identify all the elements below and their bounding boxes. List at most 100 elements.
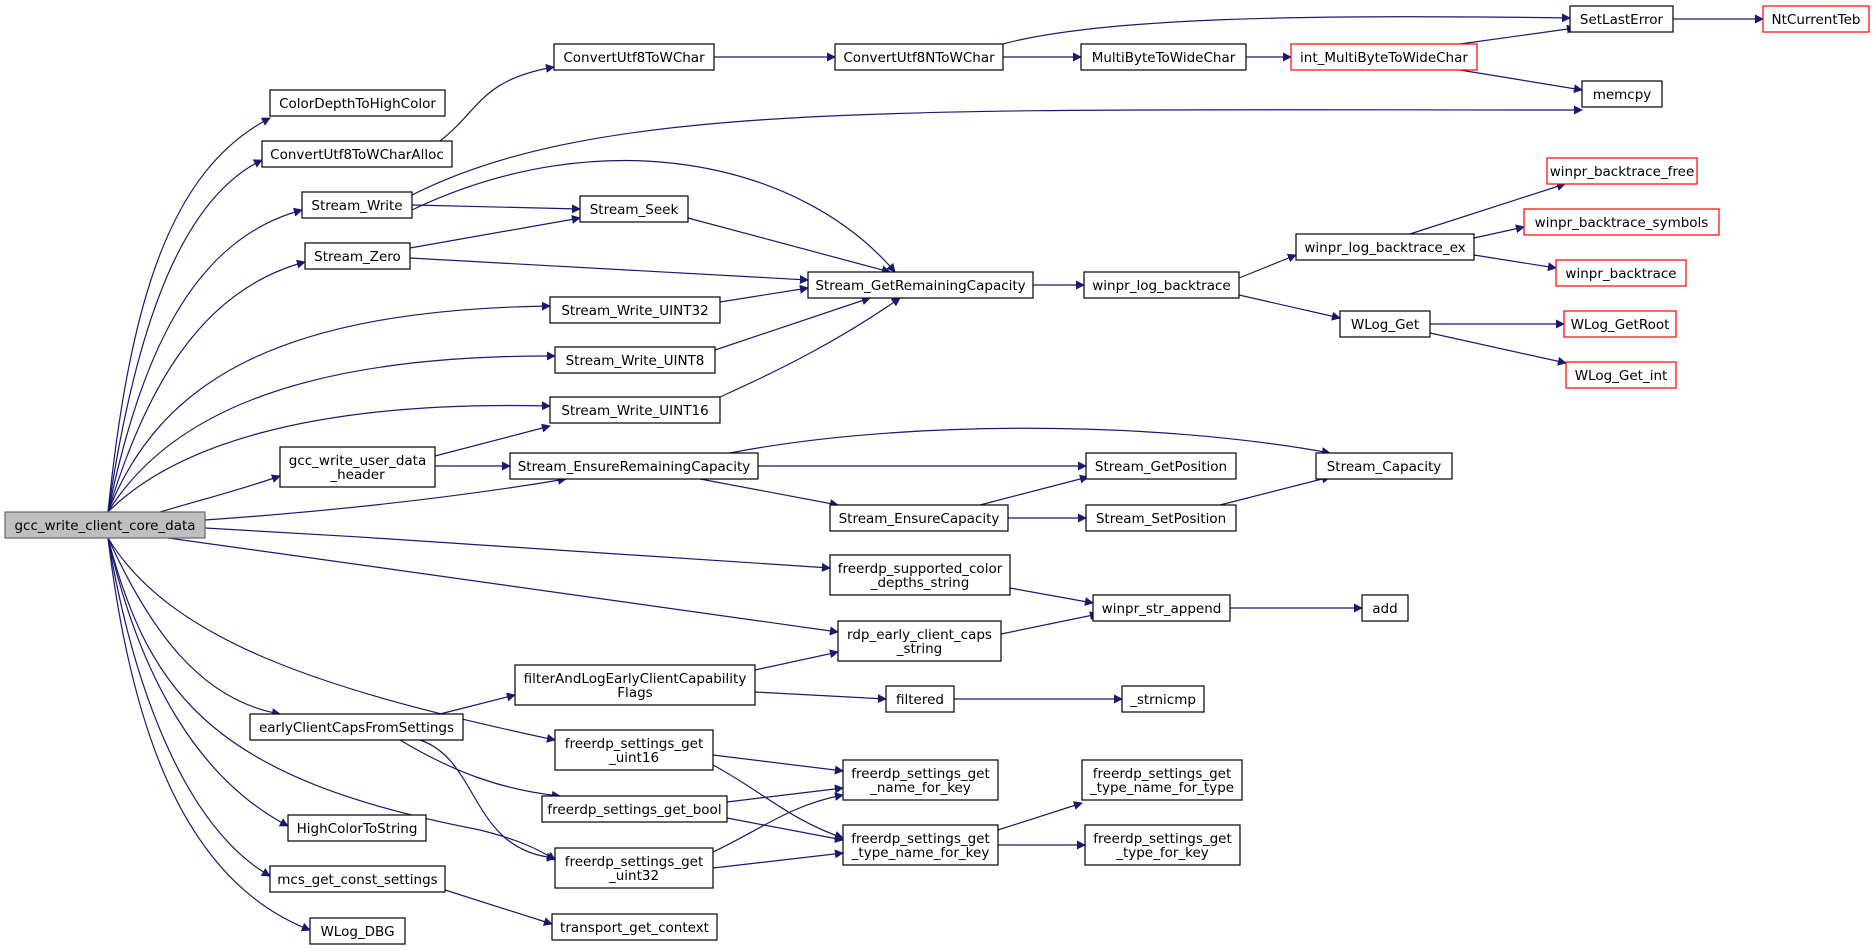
node-WLog_GetRoot[interactable]: WLog_GetRoot	[1563, 310, 1677, 338]
node-box	[554, 729, 714, 771]
node-Stream_EnsureRemainingCapacity[interactable]: Stream_EnsureRemainingCapacity	[509, 452, 759, 480]
node-box	[1555, 259, 1687, 287]
node-box	[1581, 80, 1663, 108]
edge-Stream_SetPosition-to-Stream_Capacity	[1219, 474, 1331, 506]
node-SetLastError[interactable]: SetLastError	[1569, 5, 1674, 33]
node-ConvertUtf8ToWCharAlloc[interactable]: ConvertUtf8ToWCharAlloc	[261, 140, 453, 168]
node-label: Stream_GetPosition	[1095, 459, 1227, 475]
node-box	[549, 296, 721, 324]
node-box	[1121, 685, 1205, 713]
node-Stream_Zero[interactable]: Stream_Zero	[304, 242, 411, 270]
node-freerdp_settings_get_uint32[interactable]: freerdp_settings_get_uint32	[554, 847, 714, 889]
edge-freerdp_settings_get_type_name_for_key-to-freerdp_settings_get_type_name_for_type	[997, 801, 1083, 831]
node-label: freerdp_settings_get	[851, 831, 990, 847]
edge-int_MultiByteToWideChar-to-SetLastError	[1459, 24, 1576, 45]
node-freerdp_settings_get_type_for_key[interactable]: freerdp_settings_get_type_for_key	[1084, 824, 1241, 866]
node-ConvertUtf8NToWChar[interactable]: ConvertUtf8NToWChar	[834, 43, 1004, 71]
node-box	[1085, 504, 1237, 532]
node-freerdp_settings_get_type_name_for_type[interactable]: freerdp_settings_get_type_name_for_type	[1081, 759, 1243, 801]
node-box	[1084, 824, 1241, 866]
edge-freerdp_settings_get_uint16-to-freerdp_settings_get_type_name_for_key	[712, 764, 844, 840]
node-label: Stream_GetRemainingCapacity	[815, 278, 1025, 294]
node-box	[1565, 361, 1677, 389]
node-MultiByteToWideChar[interactable]: MultiByteToWideChar	[1080, 43, 1247, 71]
node-memcpy[interactable]: memcpy	[1581, 80, 1663, 108]
node-label: _header	[329, 467, 385, 483]
node-WLog_Get[interactable]: WLog_Get	[1339, 310, 1431, 338]
node-label: add	[1372, 601, 1397, 617]
node-winpr_str_append[interactable]: winpr_str_append	[1092, 594, 1231, 622]
node-NtCurrentTeb[interactable]: NtCurrentTeb	[1762, 5, 1870, 33]
node-label: int_MultiByteToWideChar	[1300, 50, 1468, 66]
node-Stream_Write_UINT32[interactable]: Stream_Write_UINT32	[549, 296, 721, 324]
edge-freerdp_settings_get_uint32-to-freerdp_settings_get_name_for_key	[712, 792, 844, 853]
edge-gcc_write_client_core_data-to-freerdp_settings_get_uint32	[107, 537, 556, 861]
node-label: winpr_str_append	[1102, 601, 1222, 617]
node-winpr_backtrace_symbols[interactable]: winpr_backtrace_symbols	[1523, 208, 1720, 236]
node-Stream_GetRemainingCapacity[interactable]: Stream_GetRemainingCapacity	[807, 271, 1034, 299]
node-gcc_write_user_data_header[interactable]: gcc_write_user_data_header	[279, 446, 436, 488]
edge-gcc_write_client_core_data-to-gcc_write_user_data_header	[159, 474, 281, 513]
node-Stream_Capacity[interactable]: Stream_Capacity	[1315, 452, 1453, 480]
edge-gcc_write_client_core_data-to-Stream_Write_UINT32	[107, 301, 551, 513]
node-Stream_Write_UINT16[interactable]: Stream_Write_UINT16	[549, 396, 721, 424]
edge-int_MultiByteToWideChar-to-memcpy	[1459, 69, 1583, 94]
node-box	[1762, 5, 1870, 33]
node-int_MultiByteToWideChar[interactable]: int_MultiByteToWideChar	[1290, 43, 1478, 71]
node-Stream_Seek[interactable]: Stream_Seek	[579, 195, 689, 223]
node-HighColorToString[interactable]: HighColorToString	[287, 814, 427, 842]
node-box	[829, 504, 1009, 532]
edge-winpr_log_backtrace-to-winpr_log_backtrace_ex	[1238, 253, 1297, 279]
edge-gcc_write_client_core_data-to-WLog_DBG	[107, 537, 311, 932]
node-earlyClientCapsFromSettings[interactable]: earlyClientCapsFromSettings	[249, 713, 464, 741]
node-freerdp_settings_get_bool[interactable]: freerdp_settings_get_bool	[541, 795, 728, 823]
node-winpr_backtrace[interactable]: winpr_backtrace	[1555, 259, 1687, 287]
node-label: Stream_Write_UINT16	[561, 403, 708, 419]
node-label: Stream_Write_UINT8	[566, 353, 705, 369]
node-filtered[interactable]: filtered	[885, 685, 955, 713]
node-gcc_write_client_core_data[interactable]: gcc_write_client_core_data	[4, 511, 206, 539]
node-freerdp_supported_color_depths_string[interactable]: freerdp_supported_color_depths_string	[829, 554, 1011, 596]
node-ConvertUtf8ToWChar[interactable]: ConvertUtf8ToWChar	[553, 43, 715, 71]
node-WLog_Get_int[interactable]: WLog_Get_int	[1565, 361, 1677, 389]
node-label: ConvertUtf8ToWCharAlloc	[270, 147, 444, 163]
edge-freerdp_settings_get_uint32-to-freerdp_settings_get_type_name_for_key	[712, 849, 844, 869]
edge-Stream_Write_UINT16-to-Stream_GetRemainingCapacity	[719, 297, 901, 398]
node-WLog_DBG[interactable]: WLog_DBG	[309, 917, 406, 945]
node-Stream_Write[interactable]: Stream_Write	[301, 191, 413, 219]
node-box	[549, 396, 721, 424]
node-label: Stream_Capacity	[1327, 459, 1442, 475]
node-label: Stream_Write	[311, 198, 402, 214]
node-winpr_backtrace_free[interactable]: winpr_backtrace_free	[1546, 157, 1698, 185]
node-Stream_EnsureCapacity[interactable]: Stream_EnsureCapacity	[829, 504, 1009, 532]
edge-winpr_log_backtrace-to-WLog_Get	[1238, 294, 1341, 321]
edge-freerdp_settings_get_bool-to-freerdp_settings_get_name_for_key	[726, 784, 844, 803]
node-box	[554, 847, 714, 889]
node-freerdp_settings_get_type_name_for_key[interactable]: freerdp_settings_get_type_name_for_key	[842, 824, 999, 866]
node-add[interactable]: add	[1361, 594, 1409, 622]
node-box	[837, 620, 1002, 662]
node-winpr_log_backtrace_ex[interactable]: winpr_log_backtrace_ex	[1295, 233, 1475, 261]
node-box	[514, 664, 756, 706]
node-Stream_SetPosition[interactable]: Stream_SetPosition	[1085, 504, 1237, 532]
node-box	[1085, 452, 1237, 480]
node-rdp_early_client_caps_string[interactable]: rdp_early_client_caps_string	[837, 620, 1002, 662]
node-Stream_GetPosition[interactable]: Stream_GetPosition	[1085, 452, 1237, 480]
node-_strnicmp[interactable]: _strnicmp	[1121, 685, 1205, 713]
node-label: HighColorToString	[297, 821, 418, 837]
edge-freerdp_settings_get_uint16-to-freerdp_settings_get_name_for_key	[712, 754, 844, 775]
node-label: SetLastError	[1580, 12, 1664, 28]
node-freerdp_settings_get_uint16[interactable]: freerdp_settings_get_uint16	[554, 729, 714, 771]
node-ColorDepthToHighColor[interactable]: ColorDepthToHighColor	[269, 89, 446, 117]
node-mcs_get_const_settings[interactable]: mcs_get_const_settings	[269, 865, 446, 893]
node-winpr_log_backtrace[interactable]: winpr_log_backtrace	[1083, 271, 1240, 299]
node-Stream_Write_UINT8[interactable]: Stream_Write_UINT8	[554, 346, 716, 374]
node-transport_get_context[interactable]: transport_get_context	[551, 913, 718, 941]
node-box	[279, 446, 436, 488]
node-freerdp_settings_get_name_for_key[interactable]: freerdp_settings_get_name_for_key	[842, 759, 999, 801]
node-label: Stream_EnsureRemainingCapacity	[518, 459, 751, 475]
node-label: _type_for_key	[1115, 845, 1209, 861]
edge-mcs_get_const_settings-to-transport_get_context	[444, 889, 553, 926]
